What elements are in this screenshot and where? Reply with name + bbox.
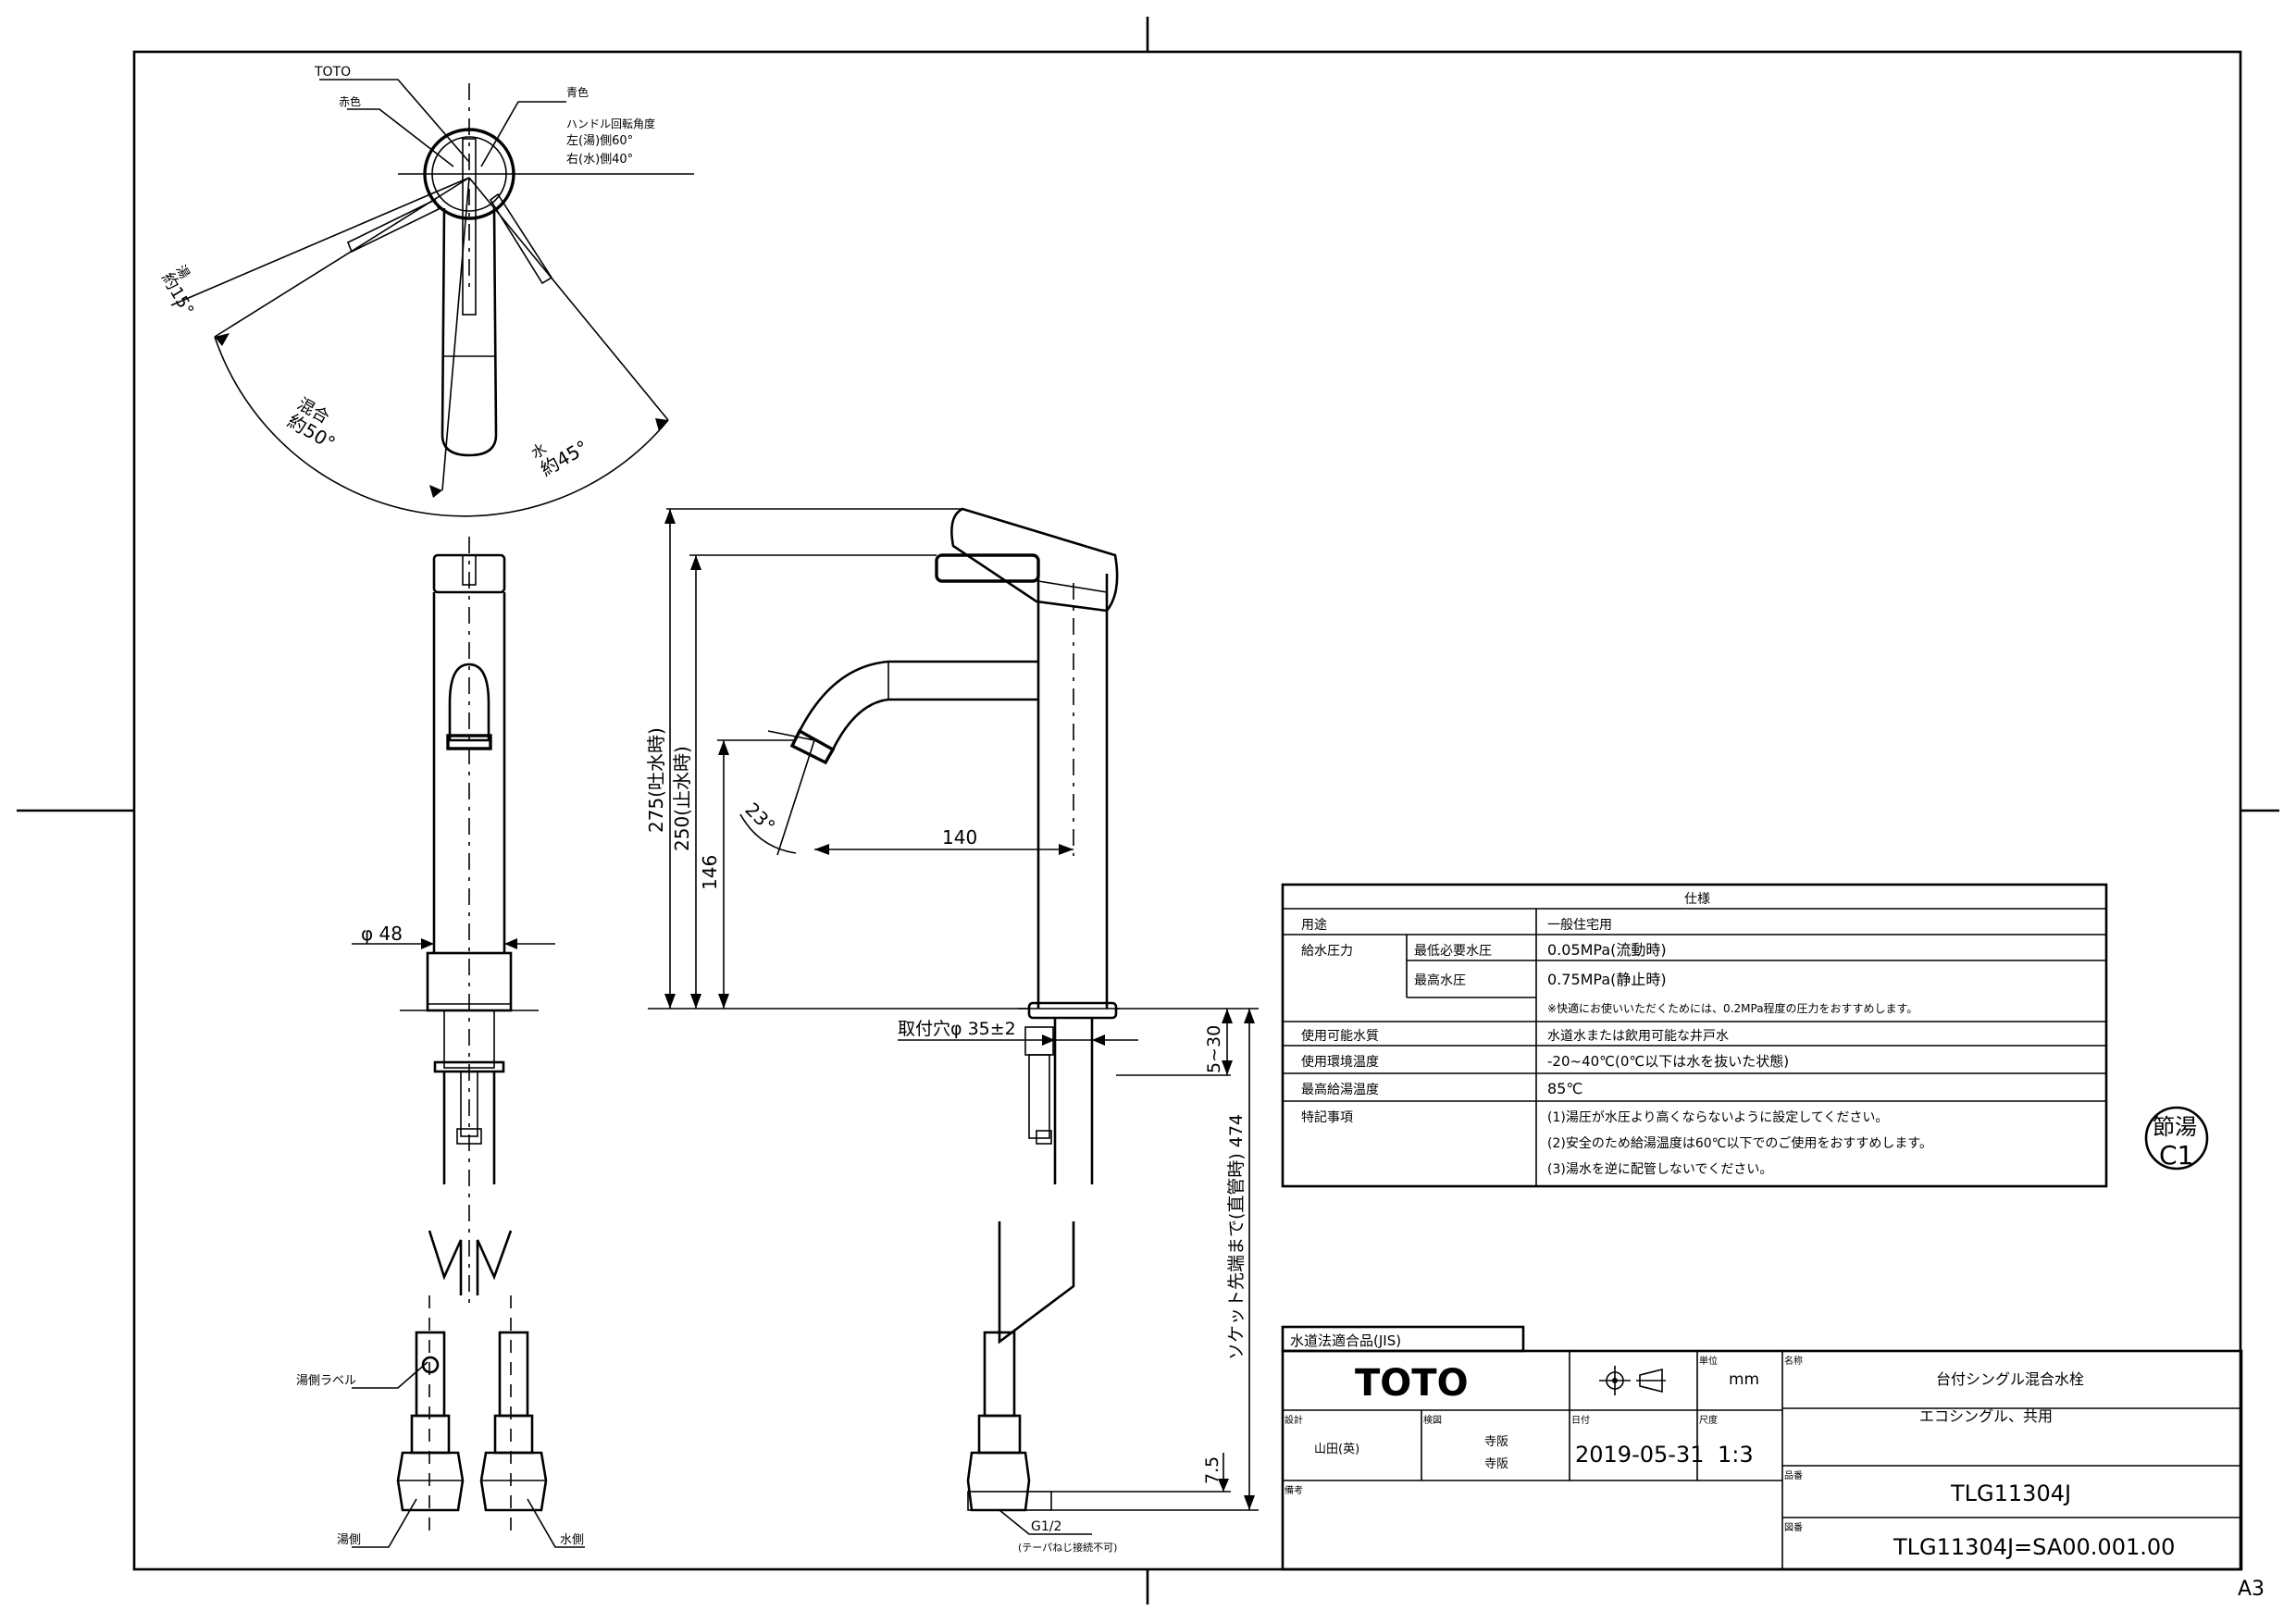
plan-red-label: 赤色 xyxy=(339,95,361,108)
tb-model-value: TLG11304J xyxy=(1950,1481,2071,1506)
tb-checker-1: 寺阪 xyxy=(1484,1435,1508,1449)
spec-row-7-label: 特記事項 xyxy=(1301,1109,1353,1125)
spec-row-5-label: 使用環境温度 xyxy=(1301,1054,1379,1070)
side-height-outlet: 146 xyxy=(699,855,721,890)
spec-row-7-value: (1)湯圧が水圧より高くならないように設定してください。 xyxy=(1547,1109,1888,1125)
tb-unit-label: 単位 xyxy=(1699,1355,1718,1367)
spec-row-6-value: 85℃ xyxy=(1547,1080,1582,1097)
side-view xyxy=(648,507,1259,1535)
eco-badge-bottom: C1 xyxy=(2159,1140,2193,1171)
tb-drawing-value: TLG11304J=SA00.001.00 xyxy=(1893,1534,2175,1560)
front-water-side: 水側 xyxy=(560,1533,584,1547)
side-connector-height: 7.5 xyxy=(1202,1456,1222,1484)
tb-scale-value: 1:3 xyxy=(1718,1442,1754,1468)
tb-name-value: 台付シングル混合水栓 xyxy=(1936,1370,2084,1388)
title-block xyxy=(1281,1325,2243,1571)
tb-design-label: 設計 xyxy=(1285,1414,1303,1426)
tb-date-label: 日付 xyxy=(1571,1414,1590,1426)
spec-row-0-value: 一般住宅用 xyxy=(1547,918,1612,933)
tb-drawing-label: 図番 xyxy=(1784,1522,1803,1533)
front-hot-hose-label: 湯側ラベル xyxy=(296,1374,356,1388)
tb-date-value: 2019-05-31 xyxy=(1575,1442,1704,1468)
front-view xyxy=(352,537,585,1548)
spec-row-8-value: (2)安全のため給湯温度は60℃以下でのご使用をおすすめします。 xyxy=(1547,1135,1932,1151)
tb-name-sub: エコシングル、共用 xyxy=(1919,1407,2053,1425)
spec-row-2-sub: 最高水圧 xyxy=(1414,973,1466,988)
eco-badge xyxy=(2144,1106,2209,1171)
spec-title: 仕様 xyxy=(1684,892,1710,907)
side-socket-length: ソケット先端まで(直管時) 474 xyxy=(1226,1114,1247,1360)
tb-unit-value: mm xyxy=(1729,1370,1759,1389)
side-mount-hole: 取付穴φ 35±2 xyxy=(898,1019,1016,1039)
tb-model-label: 品番 xyxy=(1784,1470,1803,1481)
eco-badge-top: 節湯 xyxy=(2153,1114,2197,1140)
side-height-open: 275(吐水時) xyxy=(645,727,667,833)
plan-view xyxy=(170,79,694,517)
plan-handle-angle-title: ハンドル回転角度 xyxy=(566,117,655,130)
tb-jis-label: 水道法適合品(JIS) xyxy=(1290,1332,1401,1349)
spec-row-9-value: (3)湯水を逆に配管しないでください。 xyxy=(1547,1161,1772,1177)
spec-row-0-label: 用途 xyxy=(1301,917,1327,933)
spec-row-1-label: 給水圧力 xyxy=(1301,944,1353,959)
tb-note-label: 備考 xyxy=(1285,1484,1303,1496)
plan-brand-label: TOTO xyxy=(314,65,351,80)
spec-row-3-value: ※快適にお使いいただくためには、0.2MPa程度の圧力をおすすめします。 xyxy=(1547,1001,1917,1015)
spec-row-6-label: 最高給湯温度 xyxy=(1301,1082,1379,1097)
plan-hot-angle: 約15° xyxy=(157,269,197,319)
plan-handle-left: 左(湯)側60° xyxy=(566,134,633,148)
side-thread-spec: G1/2 xyxy=(1031,1519,1061,1534)
tb-designer: 山田(英) xyxy=(1314,1443,1359,1456)
tb-check-label: 検図 xyxy=(1423,1414,1442,1426)
side-thread-note: (テーパねじ接続不可) xyxy=(1018,1541,1117,1554)
plan-handle-right: 右(水)側40° xyxy=(566,153,633,167)
plan-water-angle: 約45° xyxy=(537,436,592,481)
tb-brand: TOTO xyxy=(1355,1362,1469,1405)
spec-row-4-label: 使用可能水質 xyxy=(1301,1028,1379,1044)
front-diameter: φ 48 xyxy=(361,923,403,945)
spec-row-4-value: 水道水または飲用可能な井戸水 xyxy=(1547,1029,1729,1044)
side-counter-thickness: 5~30 xyxy=(1204,1025,1224,1073)
spec-row-1-sub: 最低必要水圧 xyxy=(1414,944,1492,959)
sheet-frame xyxy=(17,17,2279,1604)
side-height-closed: 250(止水時) xyxy=(671,746,693,851)
plan-blue-label: 青色 xyxy=(566,86,589,99)
tb-name-label: 名称 xyxy=(1784,1355,1803,1367)
tb-scale-label: 尺度 xyxy=(1699,1414,1718,1426)
sheet-size-label: A3 xyxy=(2238,1578,2265,1601)
side-angle-outlet: 23° xyxy=(740,799,779,837)
spec-row-5-value: -20~40℃(0℃以下は水を抜いた状態) xyxy=(1547,1053,1789,1070)
side-reach: 140 xyxy=(942,826,977,849)
tb-checker-2: 寺阪 xyxy=(1484,1457,1508,1471)
spec-table xyxy=(1281,883,2108,1188)
spec-row-1-value: 0.05MPa(流動時) xyxy=(1547,941,1667,959)
front-hot-side: 湯側 xyxy=(337,1533,361,1547)
spec-row-2-value: 0.75MPa(静止時) xyxy=(1547,971,1667,988)
